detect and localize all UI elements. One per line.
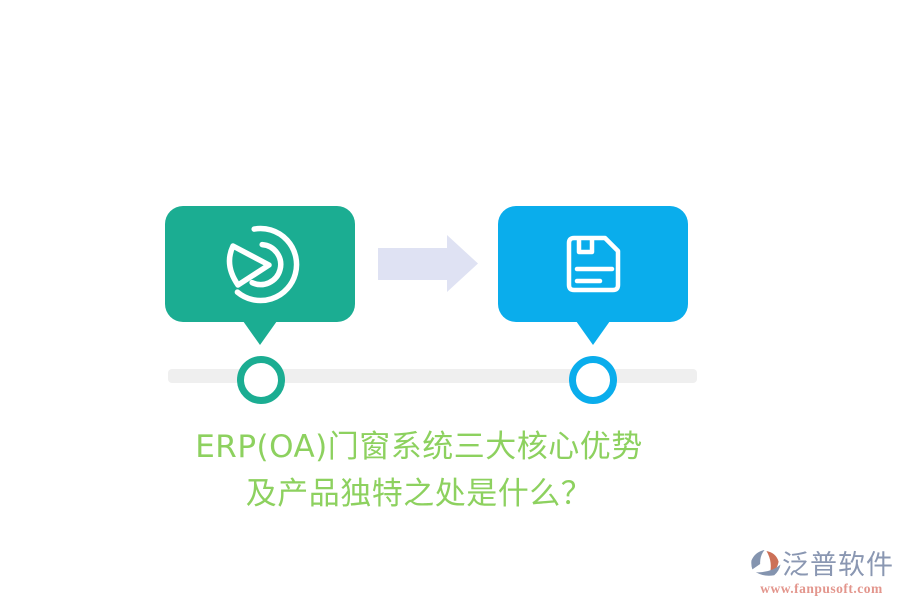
right-arrow-icon — [378, 235, 478, 292]
logo-wedge-bottom — [755, 564, 781, 576]
brand-url: www.fanpusoft.com — [760, 581, 883, 596]
speech-bubble-analytics — [165, 206, 355, 345]
logo-wedge-top-left — [751, 549, 765, 570]
pie-chart-icon — [226, 225, 299, 303]
save-disk-icon — [566, 235, 620, 293]
timeline-node-analytics — [237, 356, 285, 404]
right-arrow-shape — [378, 235, 478, 292]
brand-watermark: 泛普软件 www.fanpusoft.com — [749, 549, 894, 596]
speech-bubble-save — [498, 206, 688, 345]
bubble-tail — [243, 321, 277, 345]
bubble-tail — [576, 321, 610, 345]
headline-line-1: ERP(OA)门窗系统三大核心优势 — [195, 429, 643, 465]
timeline-node-save — [569, 356, 617, 404]
timeline-bar — [168, 369, 697, 383]
brand-name: 泛普软件 — [782, 549, 894, 581]
fanpu-logo-icon — [751, 549, 781, 576]
headline-line-2: 及产品独特之处是什么？ — [245, 476, 593, 512]
headline: ERP(OA)门窗系统三大核心优势 及产品独特之处是什么？ — [0, 424, 838, 518]
